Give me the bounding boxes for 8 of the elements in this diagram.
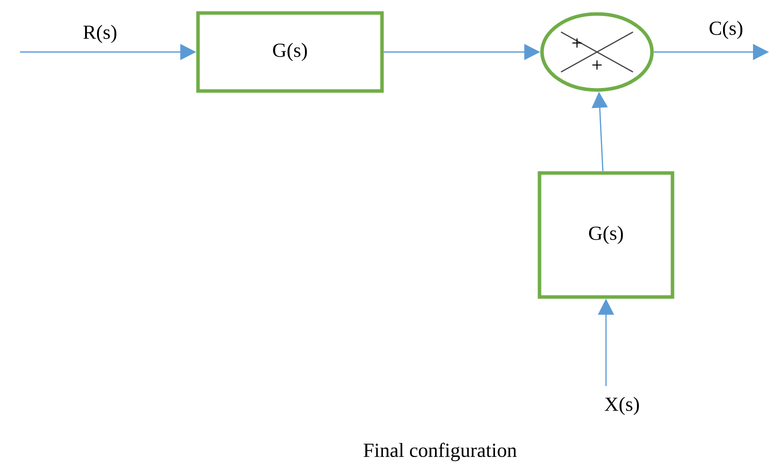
- plus-sign: +: [572, 38, 582, 48]
- block-box: G(s): [196, 11, 384, 93]
- signal-label: R(s): [83, 24, 116, 44]
- plus-sign: +: [592, 60, 602, 70]
- signal-label: C(s): [710, 20, 742, 40]
- caption: Final configuration: [364, 442, 517, 462]
- signal-label: X(s): [604, 396, 639, 416]
- block-box: G(s): [538, 171, 674, 299]
